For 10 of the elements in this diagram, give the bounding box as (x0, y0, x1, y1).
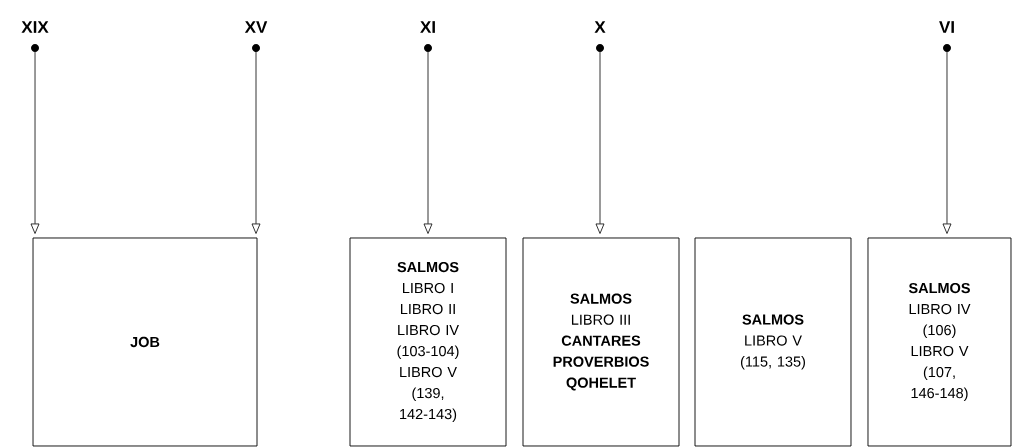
text-box: SALMOS LIBRO V (115, 135) (694, 237, 852, 447)
text-box: SALMOS LIBRO IV (106) LIBRO V (107, 146-148) (867, 237, 1012, 447)
arrow (251, 51, 261, 234)
arrow (595, 51, 605, 234)
text-box: SALMOS LIBRO III CANTARES PROVERBIOS QOHELET (522, 237, 680, 447)
text-box: JOB (32, 237, 258, 447)
text-box: SALMOS LIBRO I LIBRO II LIBRO IV (103-104) LIBRO V (139, 142-143) (349, 237, 507, 447)
arrow (942, 51, 952, 234)
arrow (423, 51, 433, 234)
arrow (30, 51, 40, 234)
